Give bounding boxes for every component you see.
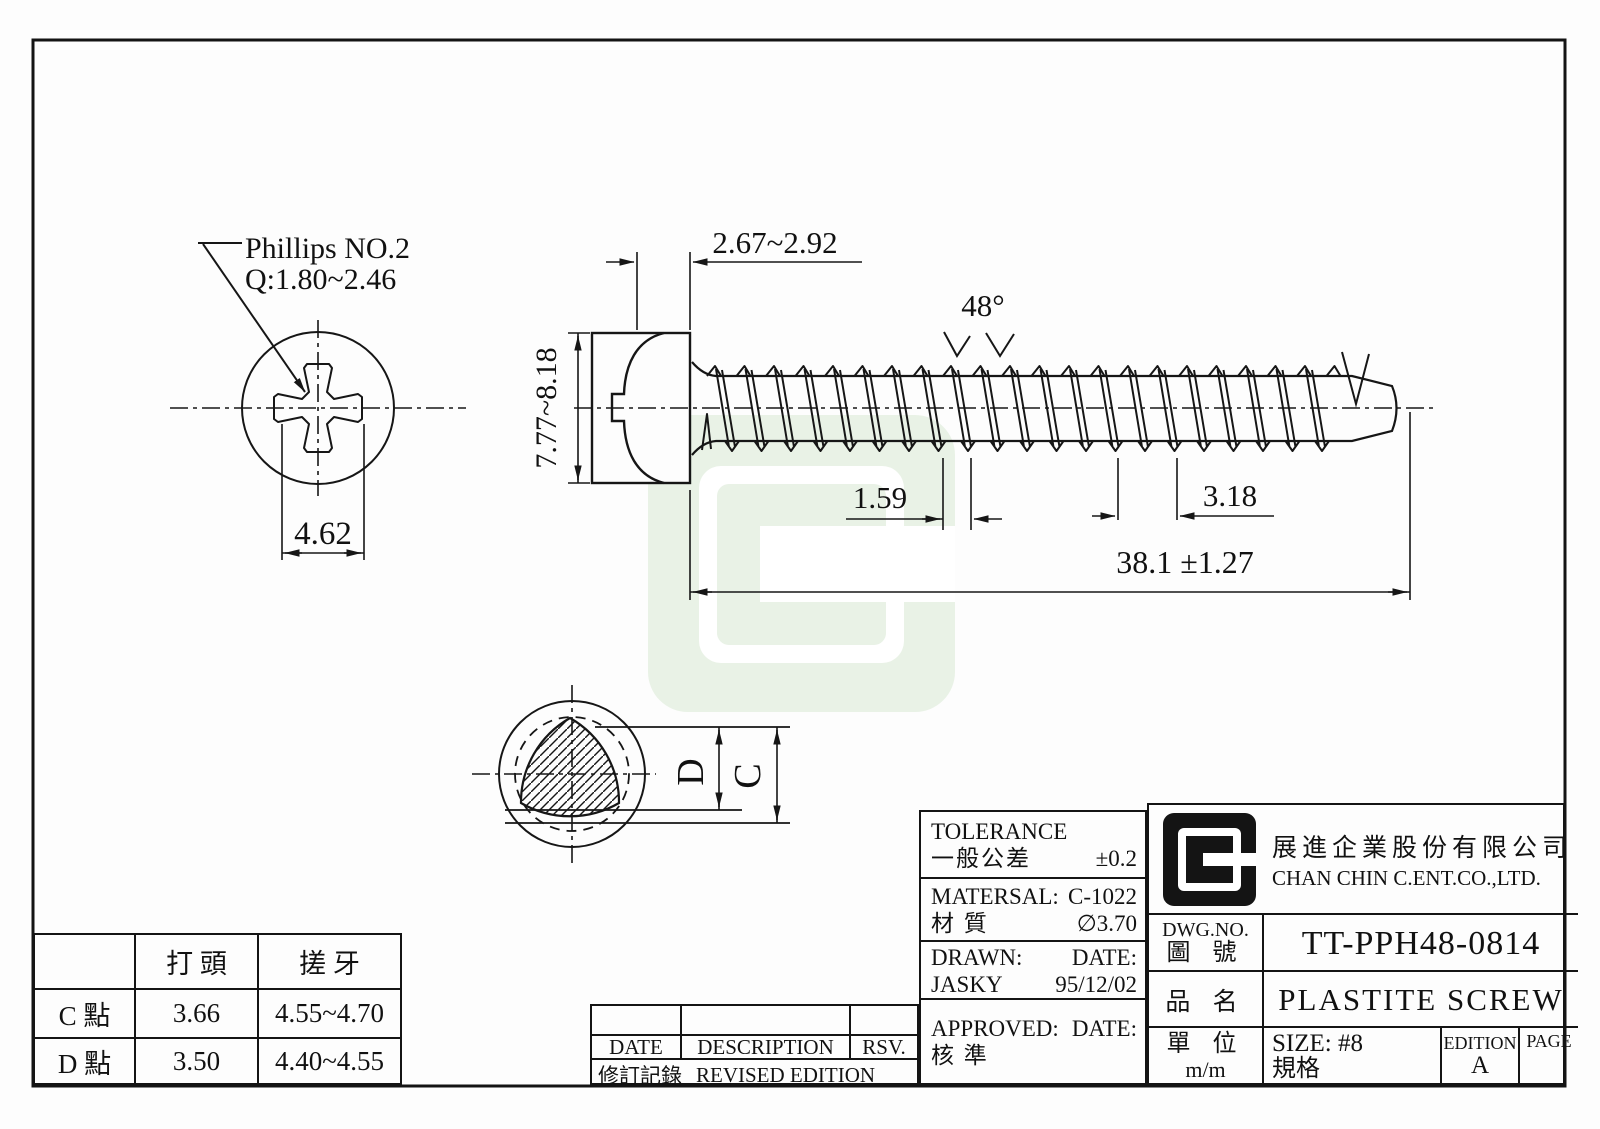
side-view-dimensions (568, 252, 1411, 600)
pitch2-ext-lines (1117, 458, 1178, 520)
approved-label: APPROVED: (931, 1016, 1059, 1042)
tolerance-block: TOLERANCE 一般公差 ±0.2 MATERSAL: C-1022 材 質 ∅3… (919, 810, 1147, 1085)
part-name-row: 品 名 PLASTITE SCREW (1149, 970, 1579, 1028)
section-c-label: C (727, 763, 769, 788)
size-cell: SIZE: #8 規格 (1262, 1028, 1440, 1085)
point-table-corner-cell (35, 935, 134, 988)
approved-date-label: DATE: (1071, 1016, 1137, 1042)
pitch-dim-text: 1.59 (853, 480, 907, 515)
edition-cell: EDITION A (1440, 1028, 1518, 1085)
dwg-label-en: DWG.NO. (1162, 919, 1249, 942)
revision-footer-en: REVISED EDITION (696, 1062, 876, 1087)
tip-thread-runout (1341, 351, 1370, 408)
point-row-d-thread: 4.40~4.55 (257, 1037, 400, 1083)
drawn-date: 95/12/02 (1055, 971, 1137, 997)
page-cell: PAGE (1518, 1028, 1578, 1085)
head-centerlines (170, 320, 466, 496)
pitch-ext-lines (942, 458, 972, 530)
point-dimension-table: 打 頭 搓 牙 C 點 3.66 4.55~4.70 D 點 3.50 4.40… (33, 933, 402, 1085)
size-label: SIZE: #8 (1272, 1029, 1363, 1057)
size-edition-row: 單 位 m/m SIZE: #8 規格 EDITION A PAGE (1149, 1026, 1579, 1085)
drawing-border-frame (31, 38, 1567, 1088)
drawn-row: DRAWN: DATE: JASKY 95/12/02 (921, 940, 1145, 998)
material-row: MATERSAL: C-1022 材 質 ∅3.70 (921, 877, 1145, 940)
head-dia-dim-text: 7.77~8.18 (530, 347, 563, 468)
company-logo (1163, 812, 1256, 906)
company-name-cjk: 展進企業股份有限公司 (1272, 834, 1573, 862)
point-row-d-label: D 點 (35, 1037, 134, 1083)
point-row-c-thread: 4.55~4.70 (257, 988, 400, 1037)
part-name-value: PLASTITE SCREW (1262, 972, 1578, 1028)
phillips-q-label: Q:1.80~2.46 (245, 263, 396, 296)
revision-col-description: DESCRIPTION (680, 1034, 849, 1059)
thread-angle-marks (943, 331, 1015, 358)
tolerance-row: TOLERANCE 一般公差 ±0.2 (921, 812, 1145, 877)
page-label: PAGE (1526, 1031, 1572, 1051)
screw-core-outline (691, 361, 1398, 456)
drawn-date-label: DATE: (1071, 944, 1137, 970)
drawn-by: JASKY (931, 971, 1003, 997)
recess-width-dim: 4.62 (294, 516, 352, 552)
material-label: MATERSAL: (931, 884, 1059, 910)
unit-cell: 單 位 m/m (1149, 1028, 1262, 1085)
dwg-no-row: DWG.NO. 圖 號 TT-PPH48-0814 (1149, 913, 1579, 972)
company-header: 展進企業股份有限公司 CHAN CHIN C.ENT.CO.,LTD. (1149, 805, 1578, 913)
company-watermark-logo (648, 415, 955, 712)
length-ext-lines (689, 412, 1411, 600)
revision-footer: 修訂記錄 REVISED EDITION (592, 1058, 917, 1090)
point-row-d-heading: 3.50 (134, 1037, 257, 1083)
unit-value: m/m (1185, 1056, 1226, 1082)
revision-col-rsv: RSV. (849, 1034, 917, 1059)
edition-label: EDITION (1443, 1032, 1517, 1053)
dwg-number-value: TT-PPH48-0814 (1262, 915, 1578, 972)
material-cjk-label: 材 質 (931, 911, 989, 936)
approved-row: APPROVED: DATE: 核 準 (921, 998, 1145, 1083)
recess-ext-lines (281, 424, 365, 560)
revision-col-date: DATE (592, 1034, 680, 1059)
section-d-label: D (670, 758, 712, 785)
company-name-en: CHAN CHIN C.ENT.CO.,LTD. (1272, 865, 1541, 890)
revision-table: DATE DESCRIPTION RSV. 修訂記錄 REVISED EDITI… (590, 1004, 919, 1088)
section-tangent-lines (505, 726, 790, 824)
part-label-cjk: 品 名 (1165, 989, 1246, 1016)
head-dia-ext-ticks (568, 332, 590, 484)
revision-empty-description (680, 1006, 849, 1034)
trilobe-hatched-section (519, 716, 621, 818)
phillips-label: Phillips NO.2 (245, 232, 410, 265)
unit-label-cjk: 單 位 (1166, 1031, 1245, 1058)
leader-line (202, 243, 306, 393)
revision-empty-rsv (849, 1006, 917, 1034)
point-table-header-thread: 搓 牙 (257, 935, 400, 988)
thread-angle-text: 48° (961, 288, 1004, 323)
material-diameter: ∅3.70 (1076, 911, 1137, 936)
trilobe-section-view (472, 685, 790, 868)
pitch2-dim-text: 3.18 (1203, 478, 1257, 513)
head-height-dim-text: 2.67~2.92 (712, 225, 837, 260)
phillips-head-view (170, 242, 466, 560)
revision-empty-date (592, 1006, 680, 1034)
drawn-label: DRAWN: (931, 944, 1023, 970)
edition-value: A (1470, 1051, 1490, 1079)
material-value: C-1022 (1068, 884, 1137, 910)
point-row-c-label: C 點 (35, 988, 134, 1037)
length-dim-text: 38.1 ±1.27 (1116, 544, 1254, 580)
size-label-cjk: 規格 (1272, 1056, 1320, 1083)
tolerance-label: TOLERANCE (931, 819, 1068, 845)
head-height-ext-lines (636, 252, 691, 330)
revision-footer-cjk: 修訂記錄 (598, 1064, 682, 1088)
tolerance-value: ±0.2 (1095, 846, 1137, 871)
tolerance-cjk-label: 一般公差 (931, 846, 1031, 871)
phillips-recess-outline (273, 363, 363, 453)
title-block: 展進企業股份有限公司 CHAN CHIN C.ENT.CO.,LTD. DWG.… (1147, 803, 1579, 1085)
dwg-label-cjk: 圖 號 (1166, 940, 1245, 967)
dwg-no-labels: DWG.NO. 圖 號 (1149, 915, 1262, 972)
point-table-header-heading: 打 頭 (134, 935, 257, 988)
section-centerlines (472, 685, 656, 868)
approved-cjk-label: 核 準 (931, 1043, 989, 1068)
point-row-c-heading: 3.66 (134, 988, 257, 1037)
